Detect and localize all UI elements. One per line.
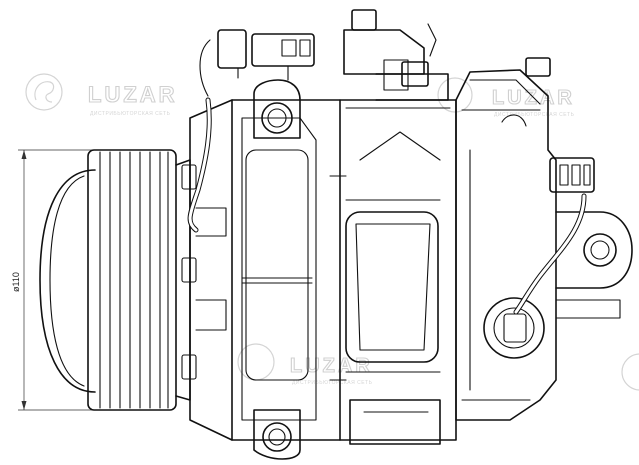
watermark-tagline: ДИСТРИБЬЮТОРСКАЯ СЕТЬ — [292, 380, 373, 386]
clutch-pulley — [39, 149, 191, 411]
watermark-top-left: LUZAR ДИСТРИБЬЮТОРСКАЯ СЕТЬ — [25, 73, 178, 117]
diameter-dimension: ø110 — [11, 149, 100, 411]
watermark-brand: LUZAR — [290, 355, 373, 377]
diameter-label: ø110 — [11, 272, 21, 292]
watermark-tagline: ДИСТРИБЬЮТОРСКАЯ СЕТЬ — [494, 112, 575, 118]
watermark-tagline: ДИСТРИБЬЮТОРСКАЯ СЕТЬ — [90, 111, 171, 117]
pressure-switch — [501, 114, 595, 193]
pulley-grooves — [99, 151, 169, 409]
center-section — [329, 99, 457, 445]
hex-nut-icon — [525, 57, 551, 77]
watermark-brand: LUZAR — [88, 82, 178, 107]
electrical-connector — [217, 29, 315, 81]
luzar-logo-icon — [237, 343, 275, 381]
hex-nut-icon — [351, 9, 377, 31]
bottom-mount-ear — [253, 409, 301, 460]
luzar-logo-icon — [437, 77, 473, 113]
top-mount-ear — [253, 79, 301, 139]
rear-head — [455, 57, 633, 421]
watermark-edge-right — [621, 353, 639, 391]
watermark-top-right: LUZAR ДИСТРИБЬЮТОРСКАЯ СЕТЬ — [437, 77, 575, 118]
wiring-harness — [187, 39, 587, 315]
top-fittings — [343, 9, 449, 101]
cylinder-body — [231, 79, 341, 460]
control-valve — [483, 297, 545, 359]
luzar-logo-icon — [25, 73, 63, 111]
watermark-brand: LUZAR — [492, 87, 575, 109]
